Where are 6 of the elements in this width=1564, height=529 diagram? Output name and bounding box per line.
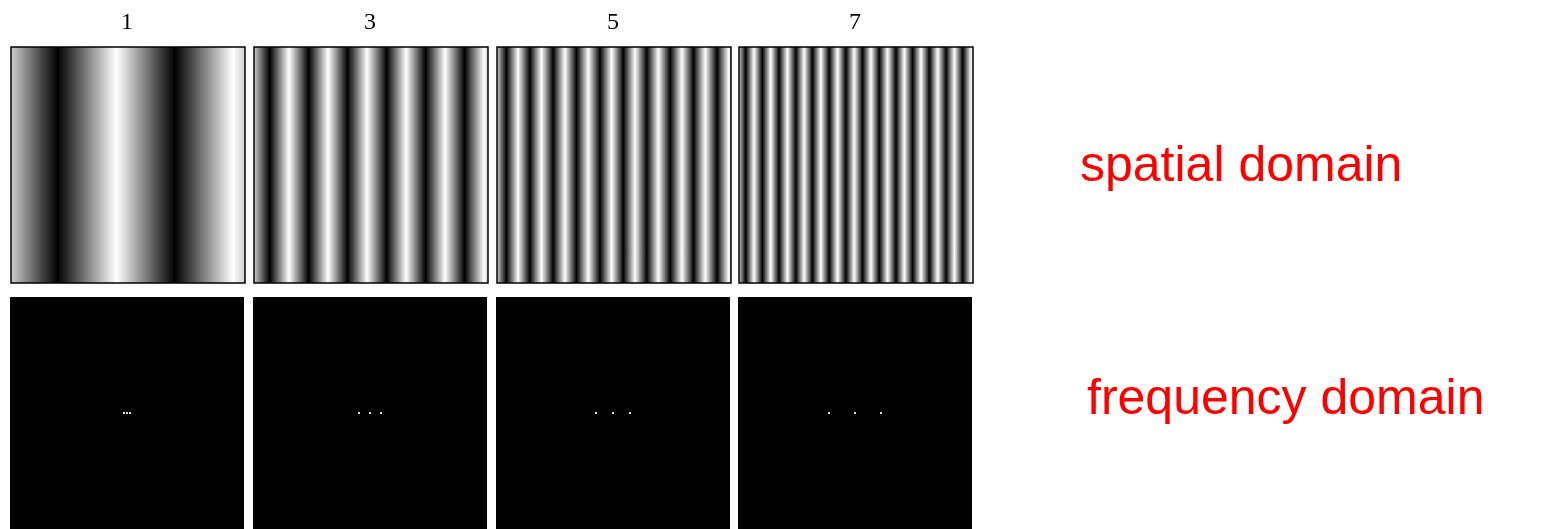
column-number: 5 (606, 8, 620, 35)
column-number: 7 (848, 8, 862, 35)
row-label: frequency domain (1087, 368, 1485, 426)
row-label: spatial domain (1080, 135, 1403, 193)
column-number: 3 (363, 8, 377, 35)
column-number: 1 (120, 8, 134, 35)
